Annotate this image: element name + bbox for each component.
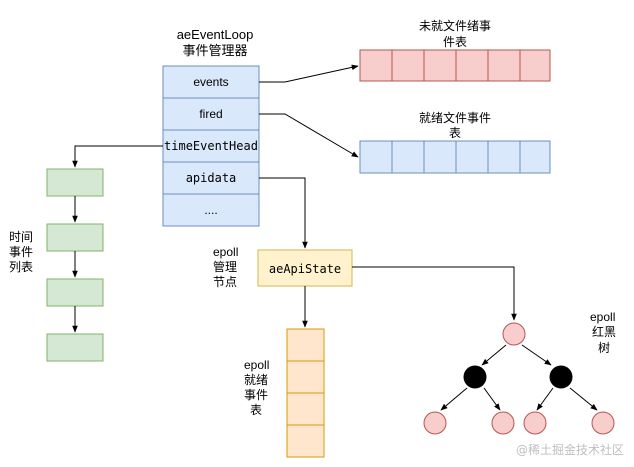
ready-cell xyxy=(391,140,425,174)
time-events-label-2: 事件 xyxy=(9,245,33,259)
tree-edge xyxy=(440,387,468,411)
epoll-ready-cell xyxy=(286,360,325,394)
rbtree-label-2: 红黑 xyxy=(592,324,616,339)
field-ellipsis-label: .... xyxy=(204,203,217,217)
time-event-node xyxy=(46,168,104,197)
field-ellipsis-cell xyxy=(162,193,260,227)
ready-cell xyxy=(359,140,393,174)
time-event-node xyxy=(46,223,104,252)
unready-table-title-2: 件表 xyxy=(443,35,467,49)
tree-black-node xyxy=(463,365,487,389)
epoll-rbtree xyxy=(423,322,615,435)
ae-api-state-label: aeApiState xyxy=(269,262,341,276)
field-fired-cell xyxy=(162,97,260,131)
epoll-ready-cell xyxy=(286,328,325,362)
epoll-ready-label-3: 事件 xyxy=(244,388,268,402)
time-event-node xyxy=(46,333,104,362)
rbtree-label: epoll xyxy=(590,310,615,324)
epoll-ready-label-2: 就绪 xyxy=(244,373,268,387)
epoll-manager-label-2: 管理 xyxy=(213,259,237,274)
epoll-ready-cell xyxy=(286,392,325,426)
unready-cell xyxy=(519,49,551,82)
field-time-event-head-label: timeEventHead xyxy=(164,139,258,153)
tree-edge xyxy=(569,387,598,411)
unready-cell xyxy=(455,49,489,82)
state-to-rbtree-arrow xyxy=(352,266,517,321)
ready-cell xyxy=(423,140,457,174)
tree-leaf-node xyxy=(491,411,515,435)
tree-leaf-node xyxy=(423,411,447,435)
ready-events-table xyxy=(359,140,551,174)
tree-leaf-node xyxy=(591,411,615,435)
time-event-node xyxy=(46,278,104,307)
epoll-ready-label: epoll xyxy=(244,358,269,372)
unready-cell xyxy=(359,49,393,82)
events-to-unready-arrow xyxy=(259,64,359,83)
tree-black-node xyxy=(549,365,573,389)
field-events-cell xyxy=(162,65,260,99)
epoll-manager-label-3: 节点 xyxy=(213,275,237,289)
unready-cell xyxy=(487,49,521,82)
ready-table-title: 就绪文件事件 xyxy=(419,110,491,125)
ready-table-title-2: 表 xyxy=(449,126,461,140)
field-apidata-label: apidata xyxy=(186,171,237,185)
apidata-to-state-arrow xyxy=(259,177,308,249)
fired-to-ready-arrow xyxy=(259,113,359,158)
field-time-event-head-cell xyxy=(162,129,260,163)
ready-cell xyxy=(455,140,489,174)
time-events-list xyxy=(46,168,104,362)
tree-edge xyxy=(521,344,552,366)
time-events-label: 时间 xyxy=(9,230,33,244)
event-loop-subtitle: 事件管理器 xyxy=(182,43,247,58)
epoll-manager-label: epoll xyxy=(213,245,238,259)
tree-edge xyxy=(483,387,501,411)
event-loop-title: aeEventLoop xyxy=(177,27,254,42)
rbtree-label-3: 树 xyxy=(598,340,610,355)
field-fired-label: fired xyxy=(199,107,222,121)
event-loop-struct: events fired timeEventHead apidata .... xyxy=(162,65,260,227)
unready-cell xyxy=(423,49,457,82)
time-head-to-list-arrow xyxy=(72,145,163,168)
tree-root-node xyxy=(502,322,526,346)
time-events-label-3: 列表 xyxy=(9,260,33,274)
epoll-ready-cell xyxy=(286,424,325,458)
ready-cell xyxy=(487,140,521,174)
tree-edge xyxy=(481,344,507,366)
ready-cell xyxy=(519,140,551,174)
unready-table-title: 未就文件绪事 xyxy=(419,18,491,33)
tree-leaf-node xyxy=(523,411,547,435)
unready-cell xyxy=(391,49,425,82)
field-events-label: events xyxy=(193,75,228,89)
tree-edge xyxy=(536,387,554,411)
epoll-ready-label-4: 表 xyxy=(250,403,262,417)
watermark: @稀土掘金技术社区 xyxy=(516,442,624,457)
epoll-ready-events-table xyxy=(286,328,325,458)
unready-events-table xyxy=(359,49,551,82)
